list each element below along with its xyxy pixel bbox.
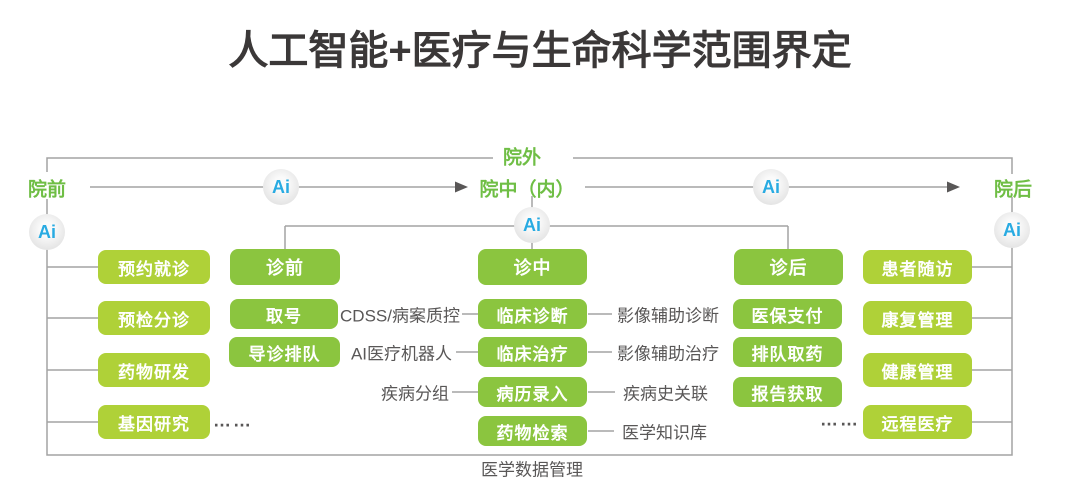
header-post-visit: 诊后 <box>734 249 843 285</box>
stage-outside-hospital: 院外 <box>492 142 552 170</box>
header-pre-visit: 诊前 <box>230 249 340 285</box>
label-medical-knowledge-base: 医学知识库 <box>622 423 707 443</box>
annotation-dashes <box>452 313 615 432</box>
stage-post-hospital: 院后 <box>993 179 1033 201</box>
footer-medical-data-management: 医学数据管理 <box>481 460 583 480</box>
ai-icon: Ai <box>29 214 65 250</box>
outer-bracket-line <box>46 157 1013 174</box>
label-imaging-assisted-treatment: 影像辅助治疗 <box>617 344 719 364</box>
arrowhead-in-to-post <box>947 181 960 193</box>
node-telemedicine: 远程医疗 <box>863 405 972 439</box>
node-medical-record-entry: 病历录入 <box>478 377 587 407</box>
right-ticks <box>972 266 1012 423</box>
label-disease-history-linkage: 疾病史关联 <box>623 384 708 404</box>
ai-icon: Ai <box>994 212 1030 248</box>
ai-icon: Ai <box>753 169 789 205</box>
node-guided-queue: 导诊排队 <box>229 337 340 367</box>
header-in-visit: 诊中 <box>478 249 587 285</box>
label-ai-medical-robot: AI医疗机器人 <box>350 344 452 364</box>
node-insurance-payment: 医保支付 <box>733 299 842 329</box>
ellipsis-left: …… <box>213 410 253 431</box>
ellipsis-right: …… <box>820 409 860 430</box>
stage-pre-hospital: 院前 <box>27 179 67 201</box>
label-cdss-case-quality: CDSS/病案质控 <box>340 306 460 326</box>
node-health-management: 健康管理 <box>863 353 972 387</box>
node-pre-check-triage: 预检分诊 <box>98 301 210 335</box>
ai-icon: Ai <box>263 169 299 205</box>
node-drug-search: 药物检索 <box>478 416 587 446</box>
node-queue-for-medicine: 排队取药 <box>733 337 842 367</box>
arrowhead-pre-to-in <box>455 181 468 193</box>
node-clinical-diagnosis: 临床诊断 <box>478 299 587 329</box>
node-take-number: 取号 <box>230 299 338 329</box>
left-ticks <box>47 266 98 423</box>
node-patient-followup: 患者随访 <box>863 250 972 284</box>
node-clinical-treatment: 临床治疗 <box>478 337 587 367</box>
bottom-bracket-line <box>46 197 1013 456</box>
node-drug-rd: 药物研发 <box>98 353 210 387</box>
label-imaging-assisted-diagnosis: 影像辅助诊断 <box>617 306 719 326</box>
node-appointment: 预约就诊 <box>98 250 210 284</box>
stage-in-hospital: 院中（内） <box>479 179 575 201</box>
label-disease-grouping: 疾病分组 <box>381 384 449 404</box>
node-gene-research: 基因研究 <box>98 405 210 439</box>
node-report-retrieval: 报告获取 <box>733 377 842 407</box>
page-title: 人工智能+医疗与生命科学范围界定 <box>228 29 852 73</box>
node-rehab-management: 康复管理 <box>863 301 972 335</box>
ai-icon: Ai <box>514 207 550 243</box>
